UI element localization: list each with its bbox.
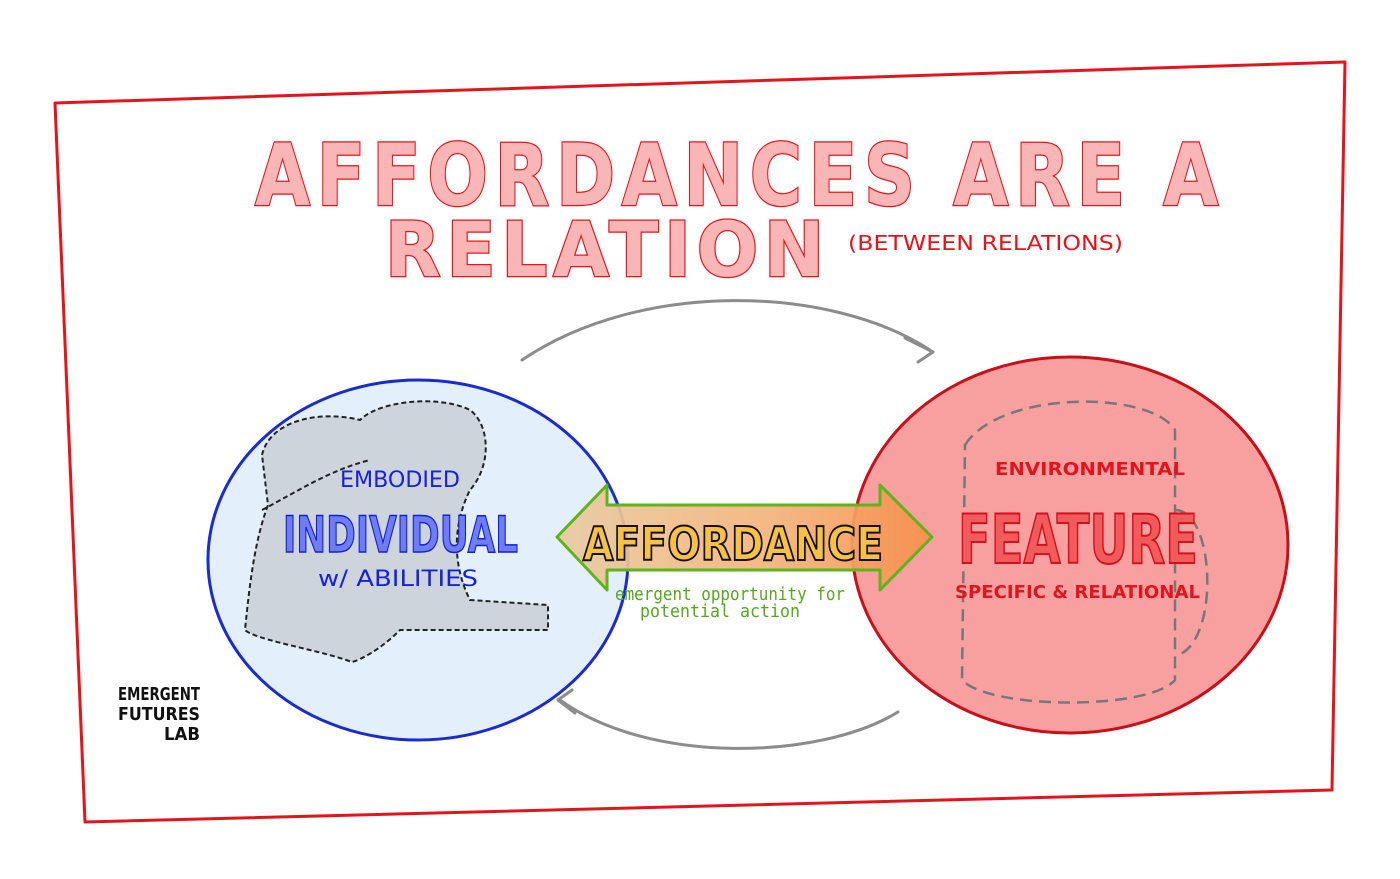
logo-line-1: EMERGENT: [118, 684, 201, 705]
head-silhouette: [243, 400, 549, 664]
individual-main-label: INDIVIDUAL: [283, 506, 518, 564]
mug-handle-sketch: [1174, 508, 1209, 657]
mug-sketch: [960, 400, 1177, 704]
feature-bottom-label: SPECIFIC & RELATIONAL: [955, 582, 1200, 603]
head-inner-contour: [261, 459, 371, 511]
individual-top-label: EMBODIED: [340, 468, 460, 493]
logo-line-3: LAB: [164, 724, 200, 745]
arrow-to-feature-head: [903, 336, 935, 364]
title-note: (BETWEEN RELATIONS): [848, 231, 1123, 255]
title-line-2: RELATION: [385, 205, 830, 294]
feature-top-label: ENVIRONMENTAL: [995, 459, 1185, 480]
arrow-to-feature: [520, 299, 932, 362]
title-line-1: AFFORDANCES ARE A: [255, 126, 1225, 226]
affordance-label: AFFORDANCE: [583, 517, 883, 571]
feature-main-label: FEATURE: [958, 501, 1198, 580]
affordance-caption-line1: emergent opportunity for: [615, 584, 845, 605]
emergent-futures-lab-logo: EMERGENT FUTURES LAB: [118, 684, 201, 745]
individual-bottom-label: w/ ABILITIES: [318, 567, 478, 592]
frame-border: [53, 60, 1347, 824]
affordance-caption-line2: potential action: [640, 601, 800, 622]
logo-line-2: FUTURES: [118, 704, 200, 725]
affordance-arrow: [555, 483, 934, 592]
arrow-to-individual-head: [556, 688, 577, 715]
arrow-to-individual: [558, 698, 900, 750]
